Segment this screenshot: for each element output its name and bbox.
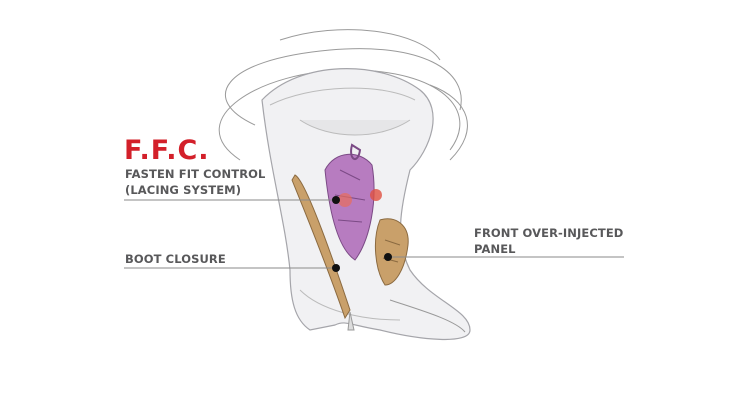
ffc-line2: (LACING SYSTEM): [125, 183, 242, 197]
front-panel-line1: FRONT OVER-INJECTED: [474, 226, 624, 240]
front-panel: [375, 218, 409, 286]
ffc-description: FASTEN FIT CONTROL (LACING SYSTEM): [125, 166, 265, 198]
boot-closure-marker-dot: [332, 264, 340, 272]
ffc-title: F.F.C.: [124, 135, 210, 166]
front-panel-line2: PANEL: [474, 242, 516, 256]
front-panel-label: FRONT OVER-INJECTED PANEL: [474, 225, 623, 257]
boot-closure-label: BOOT CLOSURE: [125, 252, 226, 266]
front-panel-marker-dot: [384, 253, 392, 261]
ffc-marker-dot: [332, 196, 340, 204]
ffc-line1: FASTEN FIT CONTROL: [125, 167, 266, 181]
closure-strip: [291, 174, 351, 320]
